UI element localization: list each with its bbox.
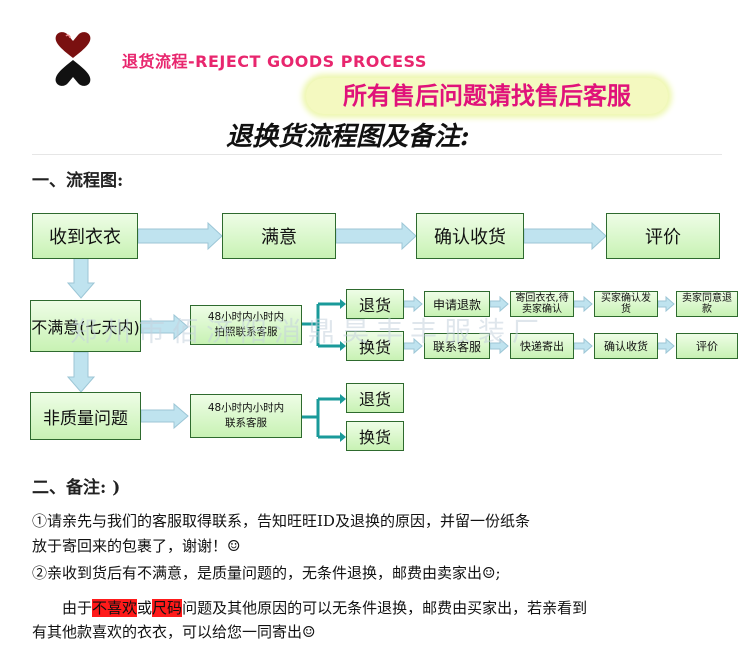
box-exchange-2: 换货 (346, 421, 404, 451)
arrow-down (66, 257, 96, 299)
box-review: 评价 (606, 213, 720, 259)
arrow-down (66, 351, 96, 393)
box-apply-refund: 申请退款 (424, 291, 490, 317)
box-return: 退货 (346, 289, 404, 319)
box-unsatisfied: 不满意(七天内) (30, 300, 141, 352)
branch-connector (302, 397, 340, 439)
divider (32, 154, 722, 155)
service2-line2: 联系客服 (225, 417, 267, 429)
note-3-pre: 由于 (62, 599, 93, 617)
arrow-right (140, 402, 189, 430)
box-express-send: 快递寄出 (510, 333, 574, 359)
box-contact-service: 联系客服 (424, 333, 490, 359)
heart-hourglass-logo-icon (55, 32, 91, 86)
arrow-right (137, 221, 223, 251)
box-confirm-receipt: 确认收货 (416, 213, 524, 259)
notes-heading: 二、备注: ) (32, 478, 121, 498)
box-exchange: 换货 (346, 331, 404, 361)
arrow-right (489, 295, 509, 313)
arrow-head (340, 341, 346, 351)
arrow-head (340, 299, 346, 309)
arrow-right (335, 221, 417, 251)
box-seller-agree: 卖家同意退款 (676, 291, 738, 317)
box-receive-clothes: 收到衣衣 (32, 213, 138, 259)
arrow-right (573, 295, 593, 313)
note-2: ②亲收到货后有不满意，是质量问题的，无条件退换，邮费由卖家出☺; (32, 564, 501, 582)
highlight-size: 尺码 (152, 599, 183, 617)
note-3-mid: 或 (137, 599, 153, 617)
arrow-right (657, 337, 675, 355)
box-service-photo: 48小时内小时内 拍照联系客服 (190, 305, 302, 345)
note-3-post: 问题及其他原因的可以无条件退换，邮费由买家出，若亲看到 (182, 599, 588, 617)
arrow-head (340, 432, 346, 442)
arrow-right (489, 337, 509, 355)
watermark-text: 郑州市佰济阳消鼎昊丰丰服装厂 (70, 317, 546, 348)
box-confirm-receipt-2: 确认收货 (594, 333, 658, 359)
arrow-right (573, 337, 593, 355)
arrow-head (340, 394, 346, 404)
note-1-line2: 放于寄回来的包裹了，谢谢！☺ (32, 537, 241, 555)
note-3-line2: 有其他款喜欢的衣衣，可以给您一同寄出☺ (32, 623, 316, 641)
box-satisfied: 满意 (222, 213, 336, 259)
page-title: 退换货流程图及备注: (226, 122, 470, 152)
box-buyer-confirm: 买家确认发货 (594, 291, 658, 317)
arrow-right (523, 221, 607, 251)
arrow-right (403, 295, 423, 313)
arrow-right (140, 313, 189, 341)
after-sales-banner: 所有售后问题请找售后客服 (306, 78, 668, 114)
box-service-contact: 48小时内小时内 联系客服 (190, 394, 302, 438)
service-line2: 拍照联系客服 (214, 326, 278, 338)
branch-connector (302, 302, 340, 348)
note-1-line1: ①请亲先与我们的客服取得联系，告知旺旺ID及退换的原因，并留一份纸条 (32, 512, 530, 530)
box-non-quality: 非质量问题 (30, 392, 141, 440)
note-3-line1: 由于不喜欢或尺码问题及其他原因的可以无条件退换，邮费由买家出，若亲看到 (62, 597, 587, 618)
box-review-2: 评价 (676, 333, 738, 359)
logo-title: 退货流程-REJECT GOODS PROCESS (122, 52, 427, 71)
box-return-2: 退货 (346, 383, 404, 413)
highlight-dislike: 不喜欢 (92, 599, 138, 617)
box-send-back: 寄回衣衣,待卖家确认 (510, 291, 574, 317)
arrow-right (403, 337, 423, 355)
arrow-right (657, 295, 675, 313)
service-line1: 48小时内小时内 (207, 311, 285, 323)
service2-line1: 48小时内小时内 (207, 402, 285, 414)
flow-heading: 一、流程图: (32, 171, 124, 191)
